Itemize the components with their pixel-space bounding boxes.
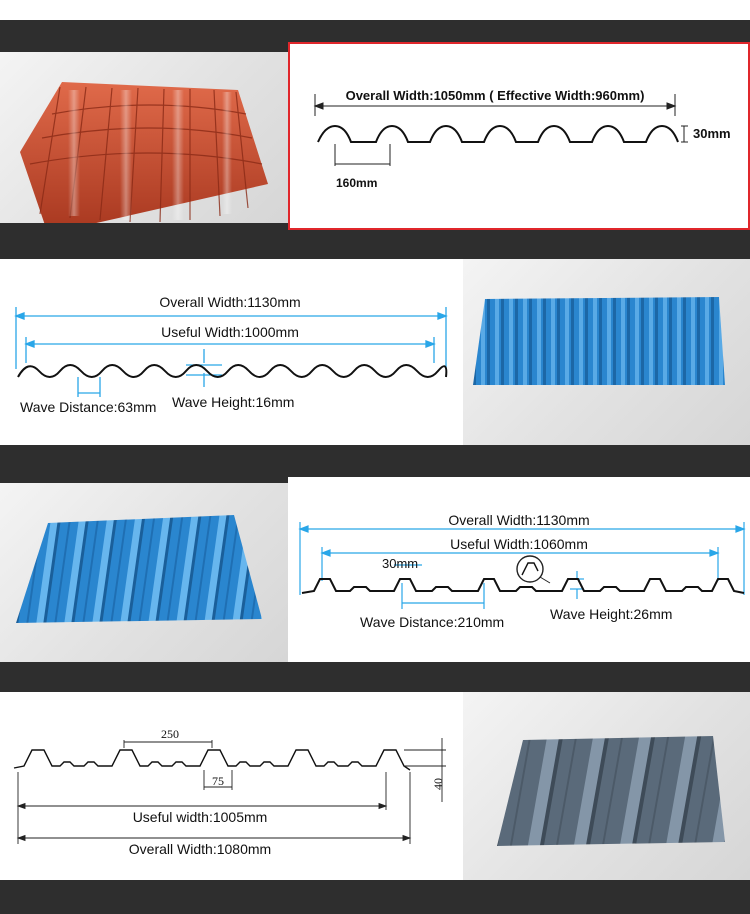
separator-band-3 xyxy=(0,445,750,483)
wave-distance-label: Wave Distance:63mm xyxy=(20,399,156,415)
gray-trapezoidal-profile-diagram: 250 75 40 Useful width:1005mm Overall Wi… xyxy=(0,692,463,880)
overall-width-label: Overall Width:1130mm xyxy=(448,512,589,528)
corrugated-wave-line xyxy=(17,364,448,378)
trapezoidal-profile-line xyxy=(301,578,745,594)
separator-band-5 xyxy=(0,880,750,914)
red-tile-profile-diagram: Overall Width:1050mm ( Effective Width:9… xyxy=(288,42,750,230)
blue-corrugated-sheet-image xyxy=(473,297,725,385)
wave-height-label: Wave Height:16mm xyxy=(172,394,294,410)
trapezoidal-profile-diagram: Overall Width:1130mm Useful Width:1060mm… xyxy=(288,477,750,662)
blue-trapezoidal-photo xyxy=(0,483,288,662)
pitch-label: 160mm xyxy=(336,176,377,190)
red-spanish-tile-image xyxy=(20,82,268,223)
useful-width-label: Useful Width:1060mm xyxy=(450,536,588,552)
gray-trapezoidal-sheet-image xyxy=(497,736,725,846)
tile-profile-curve xyxy=(317,124,679,143)
overall-width-label: Overall Width:1050mm ( Effective Width:9… xyxy=(346,88,645,103)
overall-width-label: Overall Width:1080mm xyxy=(129,841,271,857)
gray-trapezoidal-photo xyxy=(463,692,750,880)
trapezoidal-profile-drawing: Overall Width:1130mm Useful Width:1060mm… xyxy=(298,512,746,630)
corrugated-profile-diagram: Overall Width:1130mm Useful Width:1000mm… xyxy=(0,259,463,445)
height-label: 40 xyxy=(431,778,445,790)
pitch-label: 250 xyxy=(161,727,179,741)
overall-width-label: Overall Width:1130mm xyxy=(159,294,300,310)
wave-height-label: Wave Height:26mm xyxy=(550,606,672,622)
magnifier-callout-icon xyxy=(516,555,551,584)
wave-distance-label: Wave Distance:210mm xyxy=(360,614,504,630)
crest-width-label: 30mm xyxy=(382,556,418,571)
useful-width-label: Useful Width:1000mm xyxy=(161,324,299,340)
gray-trapezoidal-profile-line xyxy=(13,749,411,771)
profile-height-label: 30mm xyxy=(693,126,731,141)
red-tile-profile-drawing: Overall Width:1050mm ( Effective Width:9… xyxy=(313,88,731,190)
gray-trapezoidal-profile-drawing: 250 75 40 Useful width:1005mm Overall Wi… xyxy=(13,727,446,857)
blue-trapezoidal-sheet-image xyxy=(16,515,262,623)
valley-label: 75 xyxy=(212,774,224,788)
corrugated-profile-drawing: Overall Width:1130mm Useful Width:1000mm… xyxy=(14,294,448,415)
separator-band-4 xyxy=(0,662,750,692)
useful-width-label: Useful width:1005mm xyxy=(133,809,268,825)
red-tile-photo xyxy=(0,52,288,223)
blue-corrugated-photo xyxy=(463,259,750,445)
